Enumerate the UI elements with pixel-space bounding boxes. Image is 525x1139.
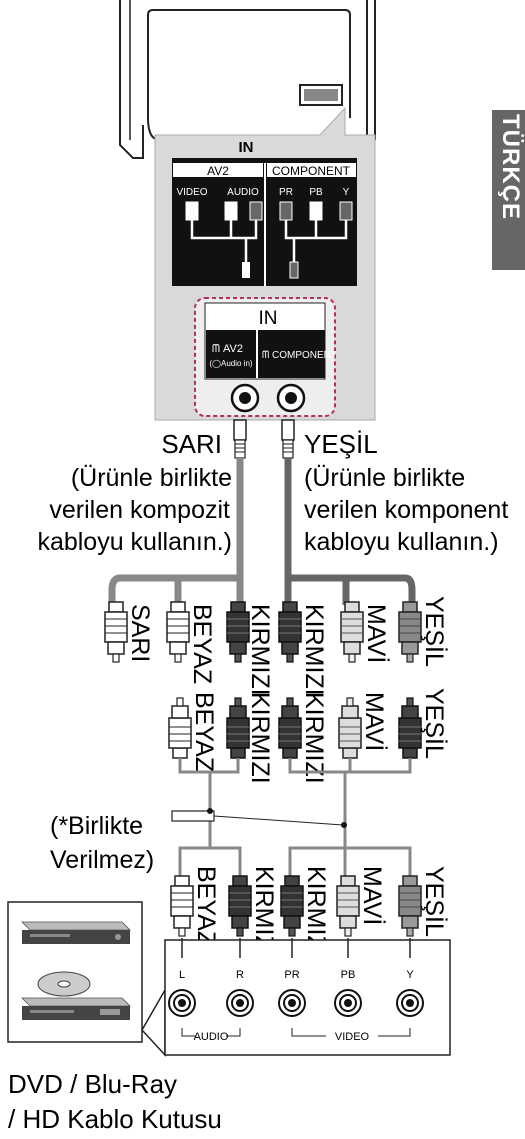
device-jack-pb[interactable] — [334, 989, 362, 1017]
component-mini-plug — [281, 419, 295, 459]
plug-label: YEŞİL — [420, 596, 449, 667]
plug-kirmizi — [280, 875, 304, 937]
device-caption-line2: / HD Kablo Kutusu — [8, 1104, 222, 1134]
plug-row-2-labels: BEYAZ KIRMIZI KIRMIZI MAVİ YEŞİL — [190, 688, 449, 784]
device-caption-line1: DVD / Blu-Ray — [8, 1069, 177, 1099]
plug-label: KIRMIZI — [246, 692, 274, 784]
device-jack-pr[interactable] — [278, 989, 306, 1017]
device-jack-panel: L R PR PB Y AUDIO VIDEO — [141, 938, 451, 1057]
plug-mavi — [336, 875, 360, 937]
plug-label: YEŞİL — [420, 688, 449, 759]
plug-kirmizi — [278, 601, 302, 663]
tv-pb-label: PB — [309, 187, 323, 198]
jack-audio-in-label: (◯Audio in) — [209, 359, 253, 368]
plug-sari — [104, 601, 128, 663]
language-tab-label: TÜRKÇE — [497, 114, 524, 220]
device-jack-y[interactable] — [396, 989, 424, 1017]
tv-video-label: VIDEO — [176, 187, 207, 198]
not-provided-line1: (*Birlikte — [50, 812, 143, 840]
plug-kirmizi — [278, 697, 302, 759]
plug-label: YEŞİL — [420, 866, 449, 937]
device-l-label: L — [179, 969, 185, 981]
right-note-line3: kabloyu kullanın.) — [304, 528, 499, 556]
jack-in-label: IN — [259, 308, 278, 329]
plug-mavi — [340, 601, 364, 663]
cable-split-1 — [108, 565, 416, 605]
tv-in-label: IN — [239, 139, 254, 156]
cable-merge — [171, 758, 412, 876]
jack-component-label: ᗰ COMPONENT — [262, 350, 337, 361]
plug-beyaz — [170, 875, 194, 937]
device-pr-label: PR — [284, 969, 299, 981]
tv-pr-label: PR — [279, 187, 293, 198]
tv-in-panel: IN AV2 COMPONENT VIDEO AUDIO PR PB Y — [172, 139, 357, 286]
tv-av2-label: AV2 — [207, 164, 229, 178]
plug-mavi — [338, 697, 362, 759]
plug-label: BEYAZ — [190, 692, 218, 772]
plug-label: MAVİ — [362, 604, 391, 663]
device-jack-l[interactable] — [168, 989, 196, 1017]
dvd-player-illustration — [7, 901, 143, 1043]
plug-yesil — [398, 875, 422, 937]
left-note-line3: kabloyu kullanın.) — [37, 528, 232, 556]
av2-jack[interactable] — [230, 383, 260, 413]
left-color-label: SARI — [161, 429, 222, 459]
right-note-line1: (Ürünle birlikte — [304, 464, 465, 492]
plug-label: KIRMIZI — [246, 604, 274, 696]
plug-row-1-labels: SARI BEYAZ KIRMIZI KIRMIZI MAVİ YEŞİL — [126, 596, 449, 696]
plug-label: KIRMIZI — [300, 604, 328, 696]
left-note-line1: (Ürünle birlikte — [71, 464, 232, 492]
tv-component-label: COMPONENT — [272, 164, 351, 178]
plug-kirmizi — [226, 601, 250, 663]
plug-label: MAVİ — [358, 866, 387, 925]
plug-kirmizi — [228, 875, 252, 937]
tv-back — [119, 0, 376, 159]
jack-panel: IN ᗰ AV2 (◯Audio in) ᗰ COMPONENT — [194, 297, 337, 417]
plug-label: SARI — [126, 604, 154, 662]
plug-label: BEYAZ — [192, 866, 220, 946]
component-jack[interactable] — [276, 383, 306, 413]
device-audio-label: AUDIO — [194, 1031, 229, 1043]
language-tab: TÜRKÇE — [492, 110, 525, 270]
right-color-label: YEŞİL — [304, 429, 378, 459]
not-provided-line2: Verilmez) — [50, 846, 154, 874]
av2-mini-plug — [233, 419, 247, 459]
device-r-label: R — [236, 969, 244, 981]
plug-kirmizi — [226, 697, 250, 759]
jack-av2-label: ᗰ AV2 — [212, 343, 243, 355]
tv-audio-label: AUDIO — [227, 187, 259, 198]
plug-label: BEYAZ — [188, 604, 216, 684]
device-jack-r[interactable] — [226, 989, 254, 1017]
plug-label: KIRMIZI — [300, 692, 328, 784]
plug-beyaz — [166, 601, 190, 663]
device-video-label: VIDEO — [335, 1031, 370, 1043]
plug-yesil — [398, 601, 422, 663]
plug-beyaz — [168, 697, 192, 759]
plug-label: MAVİ — [360, 692, 389, 751]
right-note-line2: verilen komponent — [304, 496, 508, 524]
tv-y-label: Y — [343, 187, 350, 198]
left-note-line2: verilen kompozit — [49, 496, 230, 524]
device-pb-label: PB — [341, 969, 356, 981]
plug-yesil — [398, 697, 422, 759]
device-y-label: Y — [406, 969, 414, 981]
